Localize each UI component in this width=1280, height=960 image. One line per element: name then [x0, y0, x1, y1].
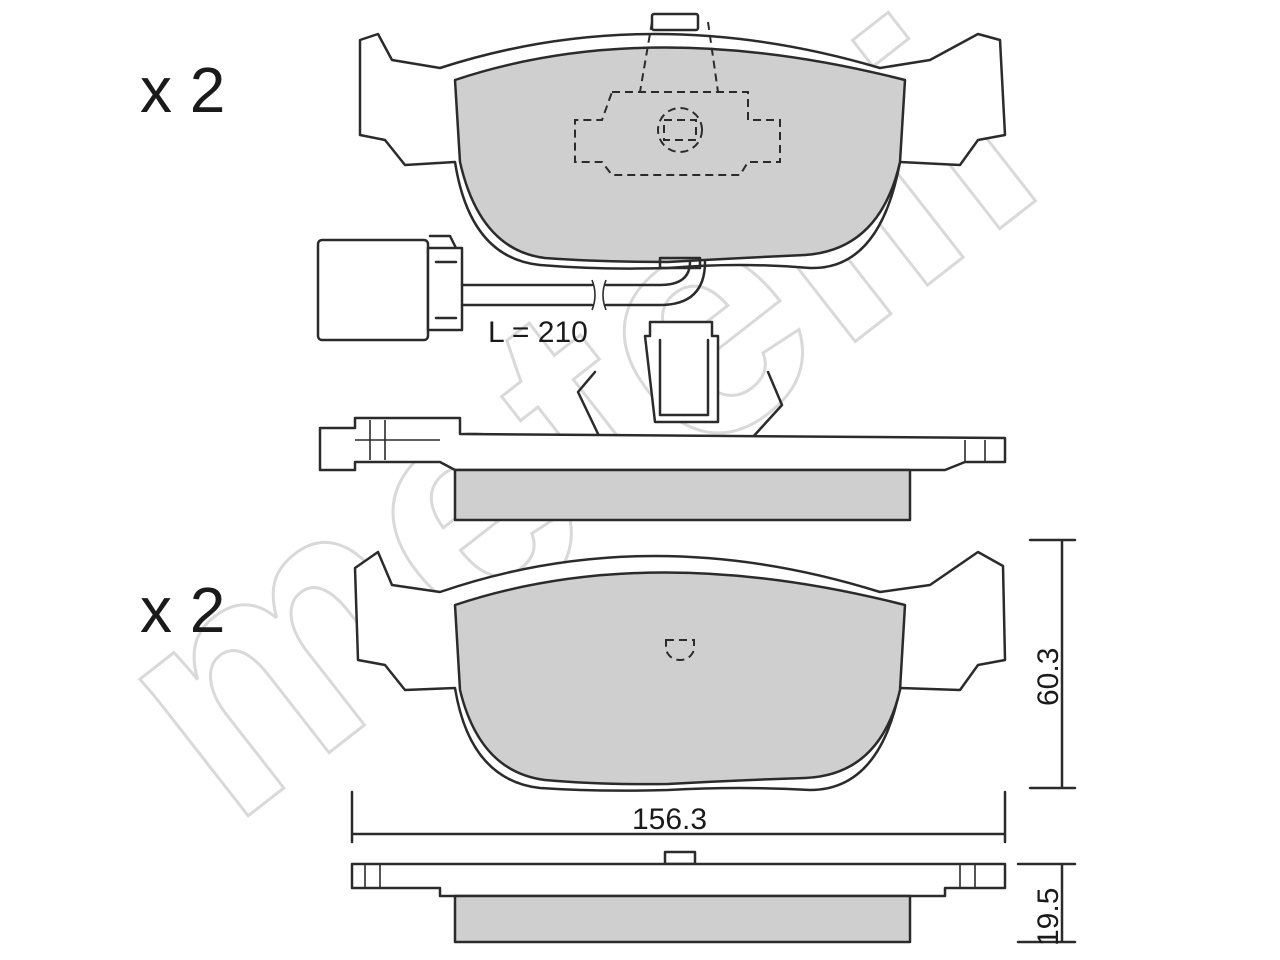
bottom-quantity-label: x 2 [140, 574, 225, 646]
side-friction-block [453, 468, 912, 522]
sensor-wire [460, 260, 707, 307]
bottom-side-plate [350, 862, 1007, 898]
wire-break-mark [591, 279, 607, 311]
top-quantity-label: x 2 [140, 54, 225, 126]
bottom-side-view [350, 850, 1007, 944]
bottom-side-friction-block [453, 894, 912, 944]
top-side-view [318, 320, 1007, 522]
top-pad-view [358, 12, 1007, 270]
hidden-center-notch [663, 119, 697, 141]
hidden-clip-outline [574, 21, 781, 176]
bottom-side-tab [663, 850, 697, 866]
wear-sensor [316, 234, 707, 342]
bottom-side-plate-detail [364, 864, 976, 888]
width-dimension [350, 790, 1007, 844]
height-dimension-label: 60.3 [1032, 648, 1065, 706]
bottom-friction-material [453, 571, 907, 786]
sensor-connector-latch [426, 234, 464, 332]
thickness-dimension [1016, 862, 1077, 944]
sensor-wire-exit [658, 256, 702, 270]
wire-length-label: L = 210 [488, 316, 588, 349]
hidden-center-circle [657, 107, 703, 153]
bottom-pad-view [353, 550, 1007, 792]
thickness-dimension-label: 19.5 [1032, 888, 1065, 946]
top-friction-material [453, 46, 907, 264]
bottom-hidden-notch [665, 639, 695, 662]
top-sensor-tab [650, 12, 700, 32]
retaining-clip [643, 320, 720, 424]
height-dimension [1028, 538, 1077, 790]
sensor-connector [316, 238, 430, 342]
clip-inner [658, 338, 710, 417]
side-plate-detail [355, 420, 986, 462]
width-dimension-label: 156.3 [632, 803, 707, 836]
